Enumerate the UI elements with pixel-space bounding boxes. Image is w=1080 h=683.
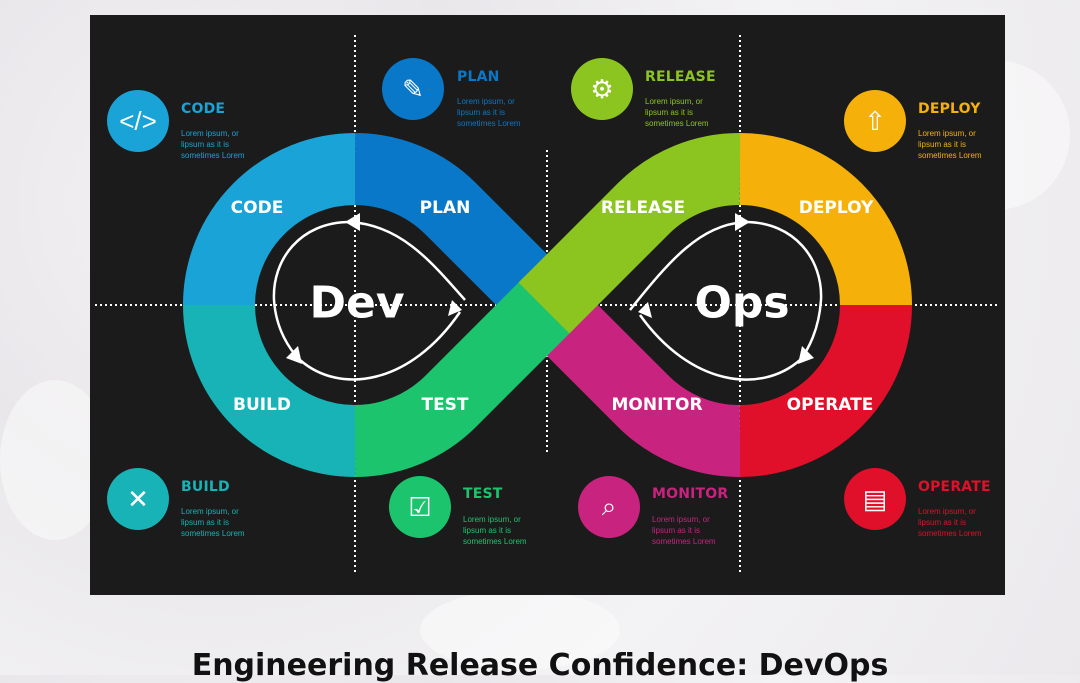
arrowheads xyxy=(286,213,814,364)
ops-arrow-top xyxy=(629,220,746,311)
background-bokeh xyxy=(420,590,620,670)
segment-test xyxy=(353,276,576,477)
segment-code xyxy=(183,133,357,307)
loop-label-release: RELEASE xyxy=(600,198,686,218)
loop-label-build: BUILD xyxy=(232,395,292,415)
dev-arrow-left xyxy=(272,220,351,361)
ops-arrow-bottom xyxy=(638,314,801,381)
loop-label-test: TEST xyxy=(421,395,469,415)
card-title-monitor: MONITOR xyxy=(652,486,729,502)
wrench-screwdriver-icon: ✕ xyxy=(107,468,169,530)
loop-label-operate: OPERATE xyxy=(786,395,874,415)
ops-label: Ops xyxy=(694,277,790,329)
card-title-code: CODE xyxy=(181,101,226,117)
code-brackets-icon: </> xyxy=(107,90,169,152)
card-text-test: Lorem ipsum, or lipsum as it is sometime… xyxy=(463,515,527,546)
arrowhead-icon xyxy=(798,346,814,364)
card-title-plan: PLAN xyxy=(457,69,500,85)
arrowhead-icon xyxy=(345,213,360,231)
loop-label-plan: PLAN xyxy=(419,198,471,218)
card-text-release: Lorem ipsum, or lipsum as it is sometime… xyxy=(645,97,709,128)
article-title: Engineering Release Confidence: DevOps xyxy=(191,648,889,683)
notepad-pen-icon: ✎ xyxy=(382,58,444,120)
card-title-release: RELEASE xyxy=(645,69,716,85)
card-title-deploy: DEPLOY xyxy=(918,101,981,117)
arrowhead-icon xyxy=(286,346,302,364)
segment-deploy xyxy=(738,133,912,307)
dev-arrow-bottom xyxy=(299,311,462,381)
rocket-icon: ⇧ xyxy=(844,90,906,152)
segment-plan xyxy=(353,133,576,334)
card-text-operate: Lorem ipsum, or lipsum as it is sometime… xyxy=(918,507,982,538)
segment-operate xyxy=(738,303,912,477)
card-text-plan: Lorem ipsum, or lipsum as it is sometime… xyxy=(457,97,521,128)
cycle-arrows xyxy=(272,220,823,381)
card-text-build: Lorem ipsum, or lipsum as it is sometime… xyxy=(181,507,245,538)
segment-monitor xyxy=(518,276,741,478)
dev-label: Dev xyxy=(309,277,405,329)
arrowhead-icon xyxy=(638,302,652,318)
clipboard-checklist-icon: ☑ xyxy=(389,476,451,538)
card-text-code: Lorem ipsum, or lipsum as it is sometime… xyxy=(181,129,245,160)
loop-label-code: CODE xyxy=(230,198,284,218)
dev-arrow-top xyxy=(349,220,466,301)
card-title-operate: OPERATE xyxy=(918,479,991,495)
loop-label-monitor: MONITOR xyxy=(611,395,703,415)
ops-arrow-right xyxy=(744,220,823,361)
card-title-test: TEST xyxy=(463,486,503,502)
arrowhead-icon xyxy=(448,300,462,316)
card-title-build: BUILD xyxy=(181,479,230,495)
magnifier-chart-icon: ⌕ xyxy=(578,476,640,538)
loop-label-deploy: DEPLOY xyxy=(798,198,874,218)
segment-release xyxy=(518,132,741,334)
segment-build xyxy=(183,303,357,477)
card-text-monitor: Lorem ipsum, or lipsum as it is sometime… xyxy=(652,515,716,546)
arrowhead-icon xyxy=(735,213,750,231)
gears-icon: ⚙ xyxy=(571,58,633,120)
card-text-deploy: Lorem ipsum, or lipsum as it is sometime… xyxy=(918,129,982,160)
presenter-board-icon: ▤ xyxy=(844,468,906,530)
